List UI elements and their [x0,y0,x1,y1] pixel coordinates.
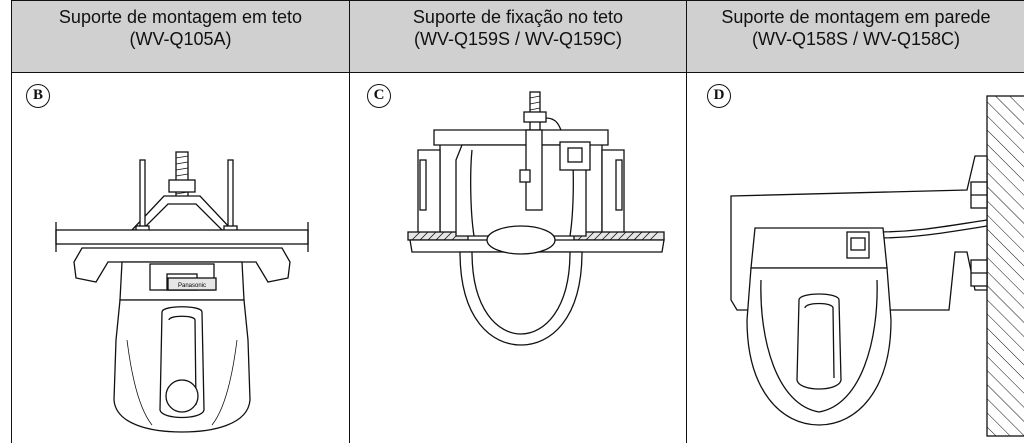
column-title: Suporte de fixação no teto [412,7,624,27]
ceiling-fixing-illustration [407,91,665,346]
wall-mount-illustration [730,95,1024,437]
camera-brand-label: Panasonic [178,283,206,289]
column-model: (WV-Q158S / WV-Q158C) [751,29,961,49]
column-wall-mount: Suporte de montagem em parede (WV-Q158S … [687,0,1024,443]
column-title: Suporte de montagem em teto [58,7,303,27]
ceiling-mount-illustration: Panasonic [55,151,309,433]
mounting-bracket-table: Suporte de montagem em teto (WV-Q105A) B [11,0,1024,443]
column-header-ceiling-fixing: Suporte de fixação no teto (WV-Q159S / W… [350,6,686,50]
column-model: (WV-Q105A) [129,29,232,49]
figure-marker-b: B [26,84,50,108]
column-model: (WV-Q159S / WV-Q159C) [413,29,623,49]
column-header-ceiling-mount: Suporte de montagem em teto (WV-Q105A) [12,6,349,50]
table-header-row [12,0,1024,73]
column-title: Suporte de montagem em parede [721,7,991,27]
column-ceiling-mount: Suporte de montagem em teto (WV-Q105A) B [12,0,350,443]
column-ceiling-fixing: Suporte de fixação no teto (WV-Q159S / W… [350,0,687,443]
figure-marker-c: C [367,84,391,108]
column-header-wall-mount: Suporte de montagem em parede (WV-Q158S … [687,6,1024,50]
figure-marker-d: D [707,84,731,108]
